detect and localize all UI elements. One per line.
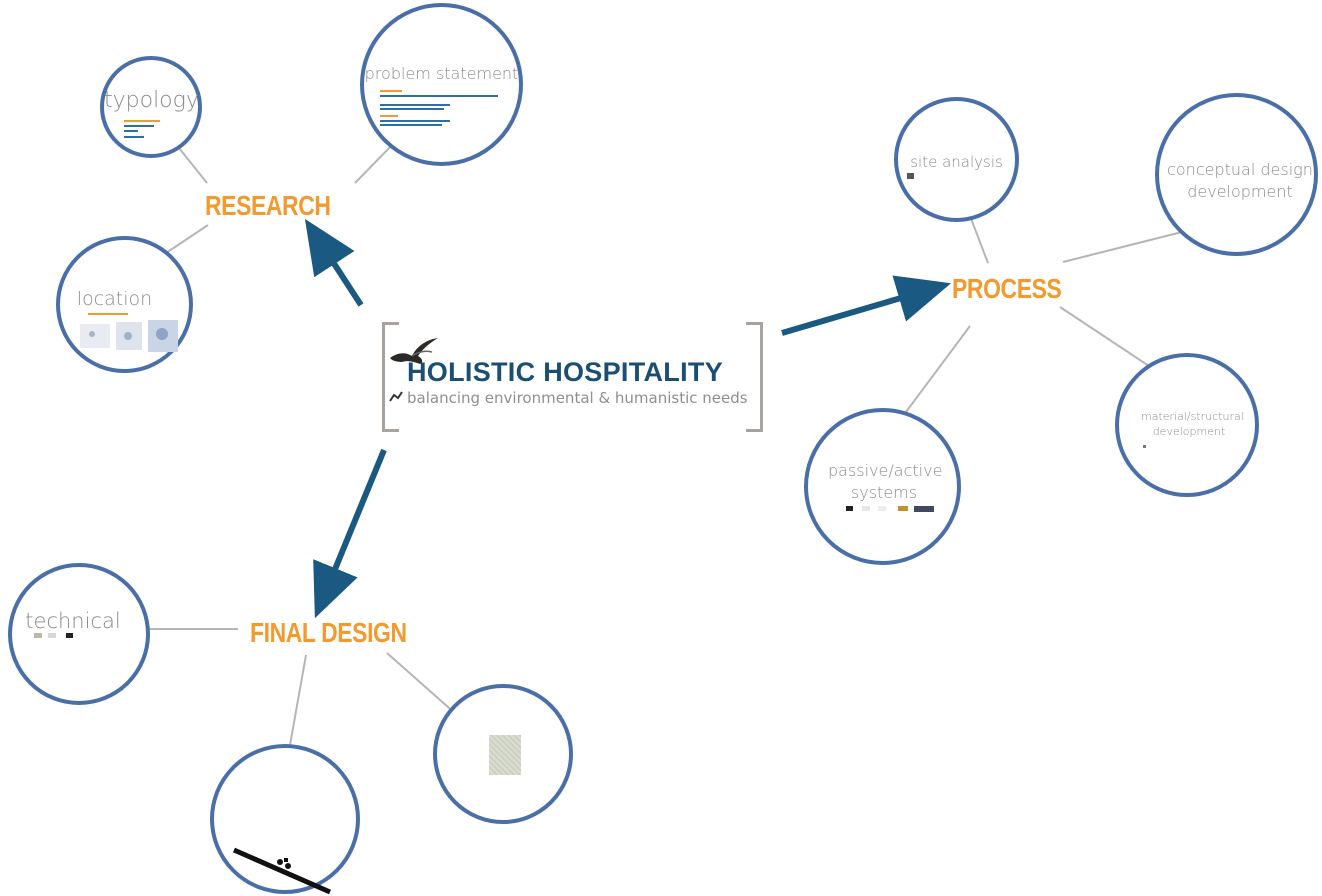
technical-thumbnail: [34, 633, 42, 638]
location-map-image: [80, 320, 178, 352]
material-thumbnail: [1143, 445, 1146, 448]
right-bracket: [746, 322, 763, 432]
topic-passive-active-label: passive/active systems: [828, 461, 943, 502]
connector-process-material: [1059, 306, 1156, 371]
bird-icon: [390, 338, 438, 364]
problem-text-line: [380, 95, 498, 97]
problem-text-line: [380, 104, 450, 106]
connector-process-conceptual: [1062, 229, 1191, 263]
small-bird-icon: [389, 391, 403, 402]
typology-text-line: [124, 120, 160, 122]
systems-thumbnail: [862, 506, 870, 511]
page-title: HOLISTIC HOSPITALITY: [407, 357, 723, 387]
topic-final-image-2[interactable]: [433, 684, 573, 824]
problem-text-line: [380, 108, 444, 110]
topic-location-label: location: [76, 288, 153, 310]
topic-location[interactable]: location: [56, 236, 193, 373]
location-text-line: [88, 313, 128, 315]
problem-text-line: [380, 124, 442, 126]
problem-text-line: [380, 90, 402, 92]
topic-conceptual-design[interactable]: conceptual design development: [1155, 93, 1318, 256]
technical-thumbnail: [66, 633, 73, 638]
branch-process[interactable]: PROCESS: [952, 273, 1062, 304]
connector-research-typology: [174, 142, 208, 184]
topic-site-analysis-label: site analysis: [910, 153, 1003, 171]
branch-research[interactable]: RESEARCH: [205, 190, 331, 221]
topic-final-image-1[interactable]: [210, 744, 360, 895]
problem-text-line: [380, 115, 398, 117]
topic-passive-active[interactable]: passive/active systems: [804, 408, 961, 565]
topic-material-structural[interactable]: material/structural development: [1115, 353, 1259, 497]
topic-problem-statement[interactable]: problem statement: [360, 3, 523, 166]
final-design-photo-image: [489, 735, 521, 775]
topic-typology-label: typology: [104, 88, 199, 113]
systems-thumbnail: [898, 506, 908, 511]
typology-text-line: [124, 136, 144, 138]
topic-technical-label: technical: [25, 609, 121, 633]
connector-process-passive: [899, 325, 971, 421]
connector-final-bottom: [289, 654, 307, 746]
final-design-sketch-image: [232, 847, 332, 895]
topic-technical[interactable]: technical: [8, 563, 150, 705]
arrow-to-final-design: [313, 448, 387, 619]
left-bracket: [382, 322, 399, 432]
topic-conceptual-design-label: conceptual design development: [1167, 160, 1313, 201]
connector-final-right: [386, 652, 458, 716]
topic-typology[interactable]: typology: [100, 56, 202, 158]
arrow-to-process: [781, 275, 952, 336]
site-analysis-thumbnail: [907, 173, 914, 179]
topic-material-structural-label: material/structural development: [1141, 410, 1244, 438]
topic-problem-statement-label: problem statement: [364, 64, 519, 83]
typology-text-line: [124, 130, 138, 132]
systems-thumbnail: [846, 506, 853, 511]
arrow-to-research: [304, 218, 364, 307]
topic-site-analysis[interactable]: site analysis: [894, 97, 1019, 222]
problem-text-line: [380, 120, 450, 122]
branch-final-design[interactable]: FINAL DESIGN: [250, 617, 407, 648]
systems-thumbnail: [914, 506, 934, 512]
connector-process-site: [969, 215, 989, 264]
systems-thumbnail: [878, 506, 886, 511]
typology-text-line: [124, 125, 154, 127]
technical-thumbnail: [48, 633, 56, 638]
page-subtitle: balancing environmental & humanistic nee…: [407, 389, 748, 407]
